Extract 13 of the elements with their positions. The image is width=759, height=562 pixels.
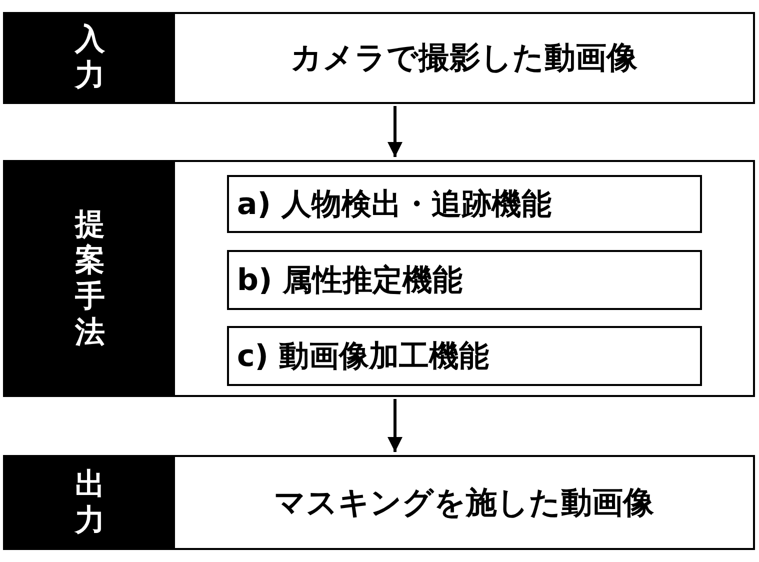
arrow xyxy=(388,106,402,157)
stage-label: 出力 xyxy=(74,466,106,538)
stage-text: カメラで撮影した動画像 xyxy=(290,39,638,78)
function-box: c) 動画像加工機能 xyxy=(227,326,702,386)
stage-box xyxy=(3,455,755,550)
function-box: b) 属性推定機能 xyxy=(227,250,702,310)
stage-label: 提案手法 xyxy=(74,206,106,350)
stage-box xyxy=(3,12,755,104)
stage-text: マスキングを施した動画像 xyxy=(274,484,654,522)
arrow xyxy=(388,399,402,452)
stage-label: 入力 xyxy=(74,22,106,94)
stage-box xyxy=(3,160,755,397)
function-box: a) 人物検出・追跡機能 xyxy=(227,175,702,233)
